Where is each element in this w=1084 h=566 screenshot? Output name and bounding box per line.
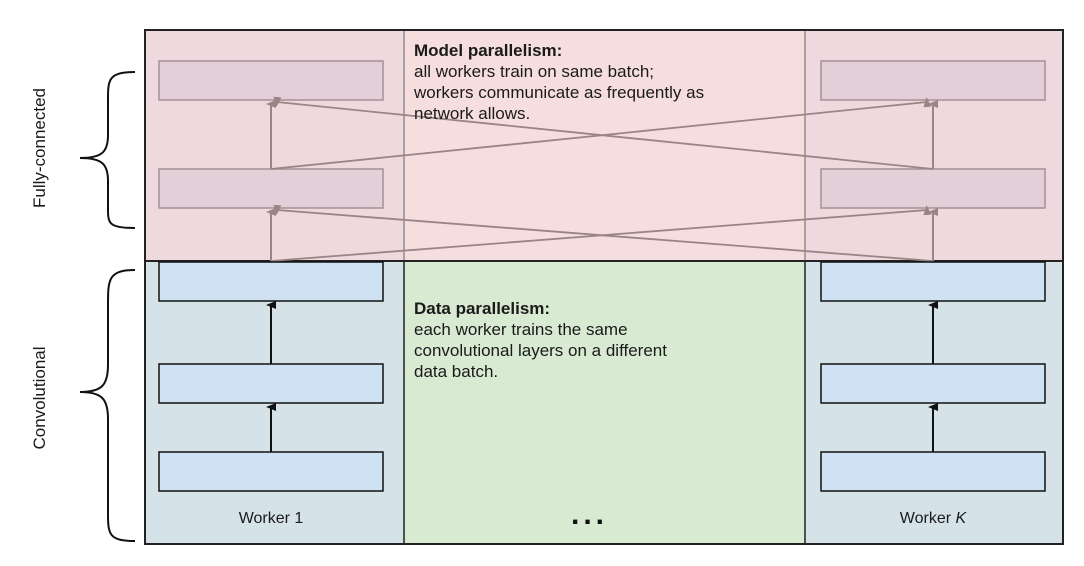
worker-1-label: Worker 1 — [151, 510, 391, 528]
worker-k-label: Worker K — [813, 510, 1053, 528]
data-parallelism-description: each worker trains the same convolutiona… — [414, 320, 667, 381]
data-parallelism-note: Data parallelism: each worker trains the… — [414, 298, 667, 382]
workerk-fc-layer-bottom — [820, 168, 1046, 209]
convolutional-brace — [79, 269, 136, 542]
fully-connected-label: Fully-connected — [30, 88, 49, 208]
worker-k-label-prefix: Worker — [899, 510, 956, 527]
worker1-fc-layer-bottom — [158, 168, 384, 209]
cross-arrow-wk-to-w1-upper — [273, 96, 934, 170]
outer-border — [144, 29, 1064, 545]
worker-k-variable: K — [955, 510, 967, 527]
convolutional-label: Convolutional — [30, 346, 49, 449]
model-parallelism-title: Model parallelism: — [414, 41, 563, 60]
more-workers-ellipsis: ... — [571, 498, 609, 531]
workerk-conv-layer-2 — [820, 363, 1046, 404]
model-parallelism-note: Model parallelism: all workers train on … — [414, 40, 704, 124]
workerk-conv-layer-3 — [820, 451, 1046, 492]
workerk-fc-layer-top — [820, 60, 1046, 101]
data-parallelism-title: Data parallelism: — [414, 299, 551, 318]
worker1-conv-layer-2 — [158, 363, 384, 404]
worker1-conv-layer-3 — [158, 451, 384, 492]
conv-middle-region — [404, 261, 805, 544]
model-parallelism-description: all workers train on same batch; workers… — [414, 62, 705, 123]
worker1-fc-layer-top — [158, 60, 384, 101]
fully-connected-brace — [79, 71, 136, 229]
workerk-conv-layer-1 — [820, 261, 1046, 302]
cross-arrow-wk-to-w1-lower — [273, 204, 934, 262]
worker-1-label-text: Worker 1 — [238, 510, 304, 527]
worker1-conv-layer-1 — [158, 261, 384, 302]
